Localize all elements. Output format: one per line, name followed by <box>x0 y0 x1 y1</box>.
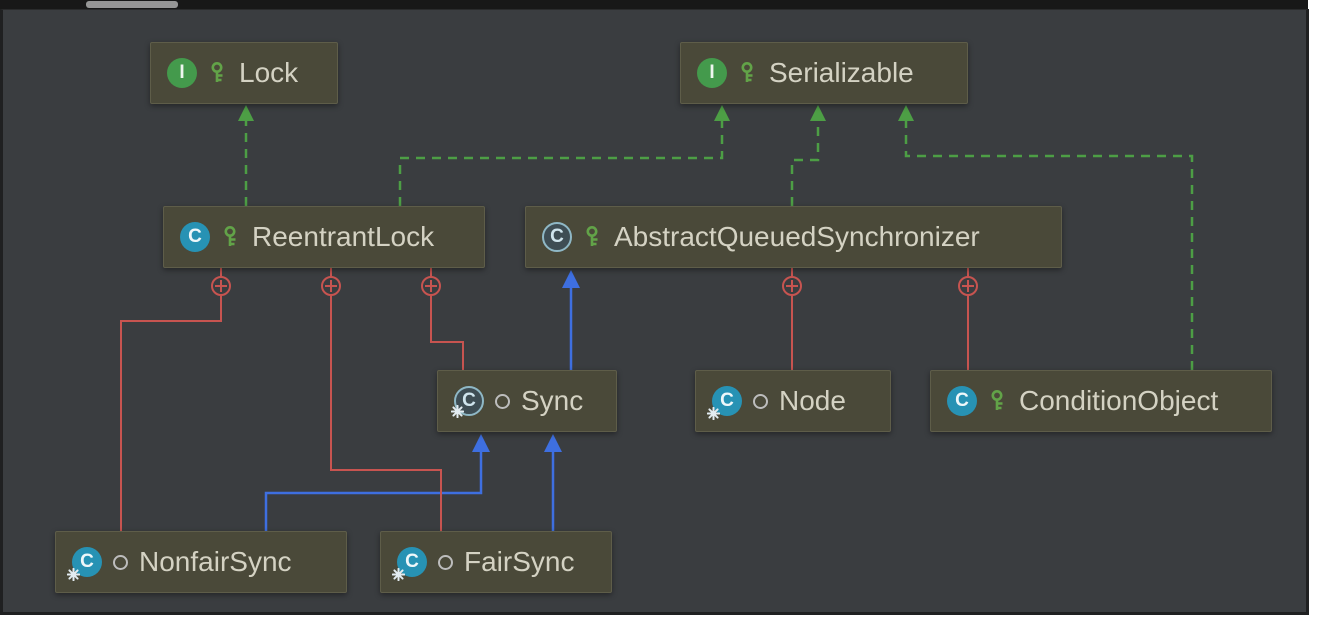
class-node-sync[interactable]: C Sync <box>437 370 617 432</box>
top-scrollbar-track <box>0 0 1308 9</box>
class-name: FairSync <box>464 546 575 577</box>
abstract-static-class-icon: C <box>451 386 484 418</box>
icon-letter: C <box>462 390 476 411</box>
public-key-icon <box>738 61 758 85</box>
icon-letter: C <box>955 390 969 411</box>
class-name: Sync <box>521 385 584 416</box>
icon-letter: C <box>188 226 202 247</box>
static-marker-icon <box>707 407 720 420</box>
class-node-abstractqueuedsynchronizer[interactable]: C AbstractQueuedSynchronizer <box>525 206 1062 268</box>
static-class-icon: C <box>707 386 742 420</box>
icon-letter: C <box>405 551 419 572</box>
class-node-serializable[interactable]: I Serializable <box>680 42 968 104</box>
static-marker-icon <box>451 405 464 418</box>
package-private-icon <box>495 393 510 409</box>
static-class-icon: C <box>392 547 427 581</box>
public-key-icon <box>988 389 1008 413</box>
class-node-node[interactable]: C Node <box>695 370 891 432</box>
abstract-class-icon: C <box>542 222 572 252</box>
icon-letter: I <box>179 62 185 83</box>
icon-letter: C <box>80 551 94 572</box>
icon-letter: I <box>709 62 715 83</box>
public-key-icon <box>221 225 241 249</box>
interface-icon: I <box>697 58 727 88</box>
class-node-nonfairsync[interactable]: C NonfairSync <box>55 531 347 593</box>
class-name: ConditionObject <box>1019 385 1219 416</box>
class-node-conditionobject[interactable]: C ConditionObject <box>930 370 1272 432</box>
package-private-icon <box>113 554 128 570</box>
static-marker-icon <box>67 568 80 581</box>
class-name: Serializable <box>769 57 914 88</box>
class-name: NonfairSync <box>139 546 292 577</box>
class-name: ReentrantLock <box>252 221 435 252</box>
class-name: Node <box>779 385 846 416</box>
class-icon: C <box>180 222 210 252</box>
class-name: Lock <box>239 57 299 88</box>
class-node-reentrantlock[interactable]: C ReentrantLock <box>163 206 485 268</box>
class-node-fairsync[interactable]: C FairSync <box>380 531 612 593</box>
icon-letter: C <box>550 226 564 247</box>
icon-letter: C <box>720 390 734 411</box>
package-private-icon <box>753 393 768 409</box>
public-key-icon <box>583 225 603 249</box>
package-private-icon <box>438 554 453 570</box>
top-scrollbar-thumb[interactable] <box>86 1 178 8</box>
class-node-lock[interactable]: I Lock <box>150 42 338 104</box>
static-class-icon: C <box>67 547 102 581</box>
public-key-icon <box>208 61 228 85</box>
class-name: AbstractQueuedSynchronizer <box>614 221 980 252</box>
class-icon: C <box>947 386 977 416</box>
interface-icon: I <box>167 58 197 88</box>
static-marker-icon <box>392 568 405 581</box>
